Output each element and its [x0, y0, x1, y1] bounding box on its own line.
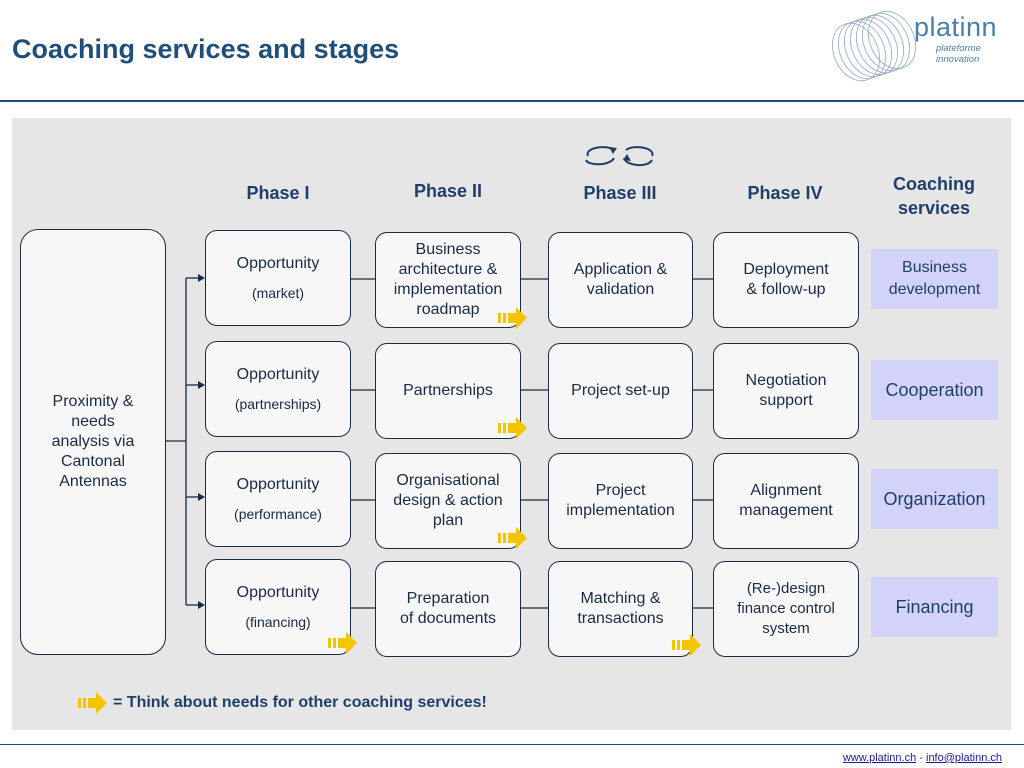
logo-wordmark: platinn [914, 12, 998, 42]
phase4-negotiation-support: Negotiation support [713, 343, 859, 439]
phase1-opportunity-financing: Opportunity (financing) [205, 559, 351, 655]
phase3-project-setup: Project set-up [548, 343, 693, 439]
phase2-business-architecture: Business architecture & implementation r… [375, 232, 521, 328]
footer-separator: - [916, 752, 926, 764]
yellow-arrow-icon [672, 634, 701, 656]
service-cooperation: Cooperation [871, 360, 998, 420]
service-organization: Organization [871, 469, 998, 529]
phase4-deployment: Deployment & follow-up [713, 232, 859, 328]
logo-tagline: plateforme innovation [936, 43, 981, 65]
header-divider [0, 100, 1024, 102]
email-link[interactable]: info@platinn.ch [926, 752, 1002, 764]
phase-1-header: Phase I [246, 183, 310, 203]
phase-3-header: Phase III [583, 183, 657, 203]
phase3-application-validation: Application & validation [548, 232, 693, 328]
phase1-opportunity-partnerships: Opportunity (partnerships) [205, 341, 351, 437]
footer-divider [0, 744, 1024, 745]
phase3-matching-transactions: Matching & transactions [548, 561, 693, 657]
spiral-logo-icon [831, 10, 917, 82]
cycle-arrows-icon [585, 146, 654, 166]
phase3-project-implementation: Project implementation [548, 453, 693, 549]
phase4-alignment-management: Alignment management [713, 453, 859, 549]
page-title: Coaching services and stages [12, 34, 400, 64]
proximity-analysis-box: Proximity & needs analysis via Cantonal … [20, 229, 166, 655]
legend-yellow-arrow-icon [78, 692, 107, 714]
phase1-opportunity-market: Opportunity (market) [205, 230, 351, 326]
coaching-services-header: Coaching services [892, 174, 975, 218]
phase-2-header: Phase II [413, 181, 483, 201]
yellow-arrow-icon [328, 632, 357, 654]
yellow-arrow-icon [498, 527, 527, 549]
phase1-opportunity-performance: Opportunity (performance) [205, 451, 351, 547]
phase2-partnerships: Partnerships [375, 343, 521, 439]
phase2-organisational-design: Organisational design & action plan [375, 453, 521, 549]
website-link[interactable]: www.platinn.ch [842, 752, 917, 764]
phase-4-header: Phase IV [747, 183, 823, 203]
yellow-arrow-icon [498, 417, 527, 439]
platinn-logo: platinn plateforme innovation [826, 10, 1016, 86]
yellow-arrow-icon [498, 307, 527, 329]
phase2-preparation-documents: Preparation of documents [375, 561, 521, 657]
phase4-finance-control-redesign: (Re-)design finance control system [713, 561, 859, 657]
service-financing: Financing [871, 577, 998, 637]
legend-text: = Think about needs for other coaching s… [113, 694, 487, 711]
footer: www.platinn.ch - info@platinn.ch [843, 752, 1002, 764]
